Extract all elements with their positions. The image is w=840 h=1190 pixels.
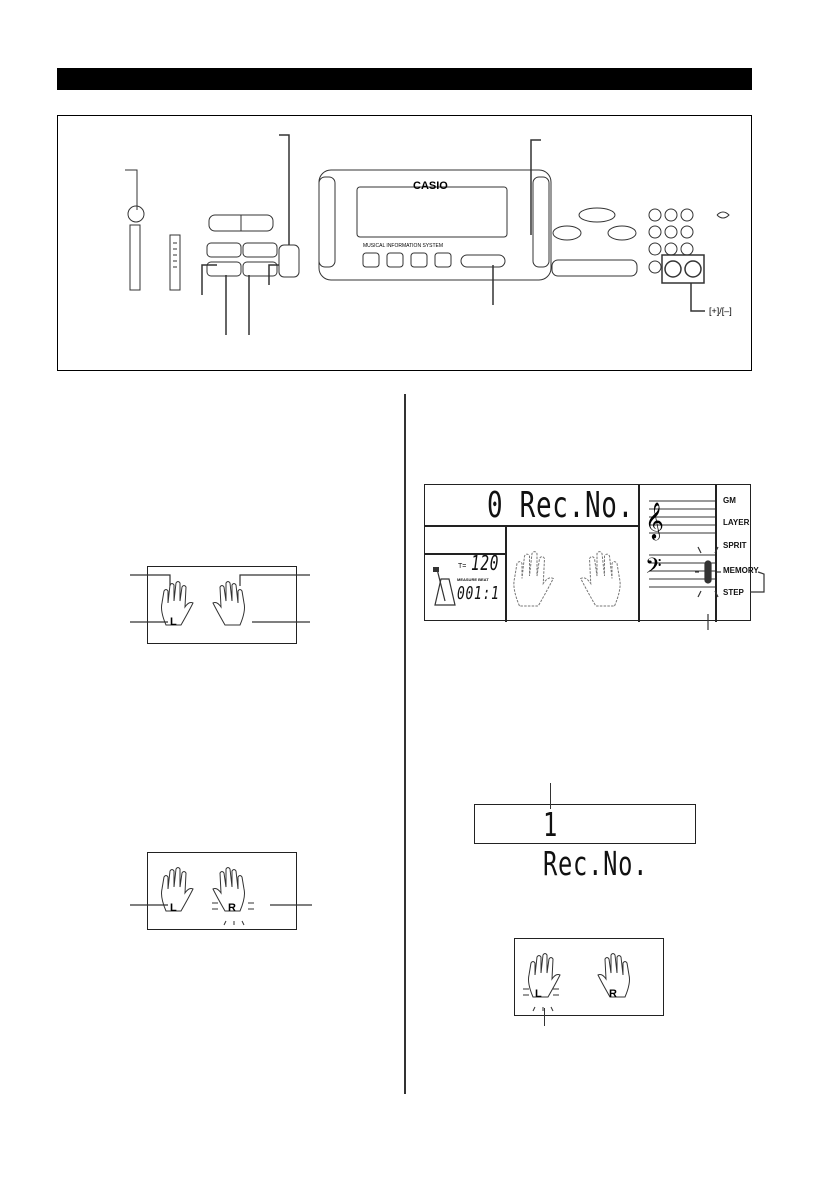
plus-button-icon bbox=[664, 260, 682, 278]
hands-icon: L bbox=[161, 581, 245, 628]
keyboard-panel-illustration bbox=[57, 115, 752, 371]
memory-flash-indicator bbox=[695, 546, 721, 598]
hand-display-1: L bbox=[147, 566, 297, 644]
hands-faded-icon bbox=[513, 551, 621, 607]
power-knob-icon bbox=[127, 205, 145, 223]
section-header-bar bbox=[57, 68, 752, 90]
volume-slider-icon bbox=[129, 224, 141, 291]
mode-slider-icon bbox=[169, 234, 181, 291]
hands-right-flashing-icon: L R bbox=[161, 867, 254, 926]
metronome-icon bbox=[434, 578, 456, 606]
callout-line bbox=[125, 169, 138, 210]
svg-text:L: L bbox=[535, 988, 542, 1000]
keyboard-panel-drawing: CASIO MUSICAL INFORMATION SYSTEM [+]/[–] bbox=[125, 134, 732, 335]
staff-icon: 𝄞 𝄢 bbox=[645, 500, 715, 588]
minus-button-icon bbox=[684, 260, 702, 278]
callout-line bbox=[544, 1008, 546, 1026]
tempo-label: T= bbox=[458, 563, 467, 570]
hand-display-2: L R bbox=[147, 852, 297, 930]
rec-display-2: 1 Rec.No. bbox=[474, 804, 696, 883]
rec-number-text: 0 Rec.No. bbox=[487, 485, 634, 526]
indicator-layer: LAYER bbox=[723, 518, 750, 527]
column-divider bbox=[404, 394, 406, 1094]
plus-minus-highlight bbox=[661, 254, 705, 284]
svg-text:L: L bbox=[170, 902, 177, 914]
system-label: MUSICAL INFORMATION SYSTEM bbox=[363, 243, 443, 249]
bass-clef-icon: 𝄢 bbox=[645, 554, 662, 584]
callout-lines-1 bbox=[130, 574, 310, 623]
right-hand-label: R bbox=[228, 902, 236, 914]
tempo-value: 120 bbox=[471, 551, 500, 575]
indicator-step: STEP bbox=[723, 588, 744, 597]
treble-clef-icon: 𝄞 bbox=[645, 501, 664, 540]
hands-left-flashing-icon: L R bbox=[523, 953, 630, 1012]
main-lcd-display: 0 Rec.No. 𝄞 𝄢 T= 120 MEASURE BEAT 001:1 bbox=[424, 484, 751, 622]
hand-display-3: L R bbox=[514, 938, 664, 1016]
plus-minus-label: [+]/[–] bbox=[709, 306, 732, 316]
brand-logo: CASIO bbox=[413, 180, 448, 192]
measure-value: 001:1 bbox=[457, 583, 500, 604]
indicator-callouts bbox=[707, 571, 765, 630]
indicator-memory: MEMORY bbox=[723, 566, 759, 575]
measure-beat-label: MEASURE BEAT bbox=[457, 577, 489, 582]
rec-number-text-2: 1 Rec.No. bbox=[543, 805, 649, 883]
metronome-panel bbox=[433, 567, 456, 606]
indicator-gm: GM bbox=[723, 496, 736, 505]
callout-line bbox=[550, 783, 552, 809]
left-hand-label: L bbox=[170, 616, 177, 628]
callout-lines-2 bbox=[130, 904, 312, 906]
svg-text:R: R bbox=[609, 988, 617, 1000]
indicator-split: SPRIT bbox=[723, 541, 747, 550]
